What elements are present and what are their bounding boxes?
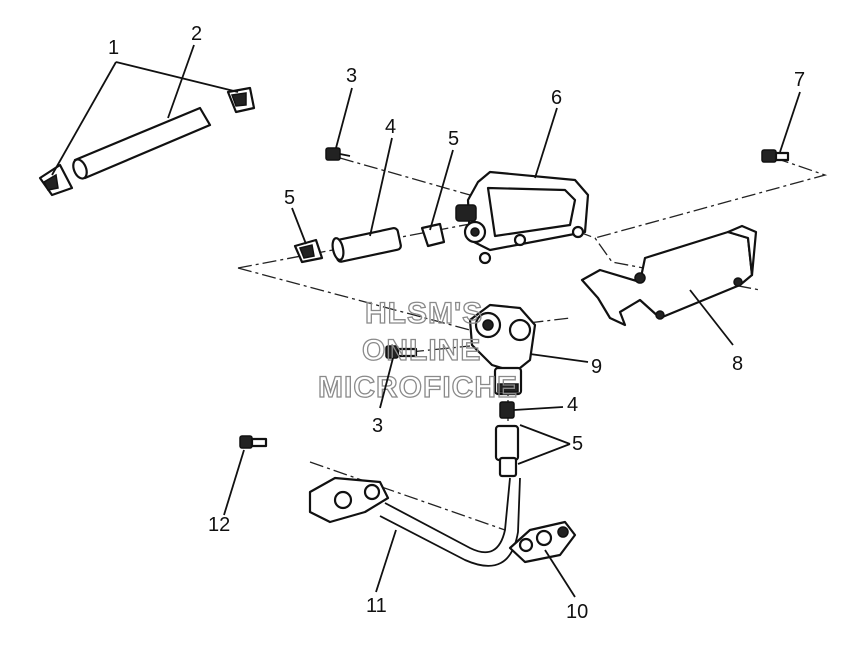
callout-7: 7 bbox=[794, 69, 805, 91]
callout-12: 12 bbox=[208, 514, 230, 536]
callout-labels: 1 2 3 4 5 5 6 7 8 9 3 4 5 10 11 12 bbox=[108, 23, 805, 623]
clamp-part-1 bbox=[38, 86, 256, 197]
clamp-part-5 bbox=[293, 222, 446, 264]
callout-11: 11 bbox=[366, 595, 387, 617]
leader-lines bbox=[51, 44, 801, 598]
bolt-part-7 bbox=[761, 149, 790, 163]
callout-3-lower: 3 bbox=[372, 415, 383, 437]
watermark-line-1: HLSM'S bbox=[365, 297, 483, 330]
sleeve-part-4 bbox=[331, 227, 402, 263]
callout-10: 10 bbox=[566, 601, 588, 623]
bolt-part-12 bbox=[239, 435, 268, 449]
watermark-line-2: ONLINE bbox=[362, 334, 481, 367]
callout-9: 9 bbox=[591, 356, 602, 378]
watermark: HLSM'S ONLINE MICROFICHE bbox=[317, 296, 518, 404]
callout-1: 1 bbox=[108, 37, 119, 59]
callout-5-right: 5 bbox=[448, 128, 459, 150]
callout-5-left: 5 bbox=[284, 187, 295, 209]
lower-sleeve-part-4 bbox=[494, 401, 520, 478]
callout-8: 8 bbox=[732, 353, 743, 375]
callout-5-lower: 5 bbox=[572, 433, 583, 455]
gasket-part-10 bbox=[508, 520, 577, 564]
fitting-part-9 bbox=[468, 303, 537, 396]
tube-part-11 bbox=[308, 476, 521, 567]
bracket-part-8 bbox=[580, 224, 758, 327]
watermark-line-3: MICROFICHE bbox=[318, 371, 518, 404]
callout-6: 6 bbox=[551, 87, 562, 109]
callout-4-lower: 4 bbox=[567, 394, 578, 416]
callout-3-upper: 3 bbox=[346, 65, 357, 87]
hose-part-2 bbox=[72, 106, 212, 180]
callout-2: 2 bbox=[191, 23, 202, 45]
valve-part-6 bbox=[455, 170, 590, 265]
screw-part-3 bbox=[325, 147, 418, 359]
callout-4-upper: 4 bbox=[385, 116, 396, 138]
